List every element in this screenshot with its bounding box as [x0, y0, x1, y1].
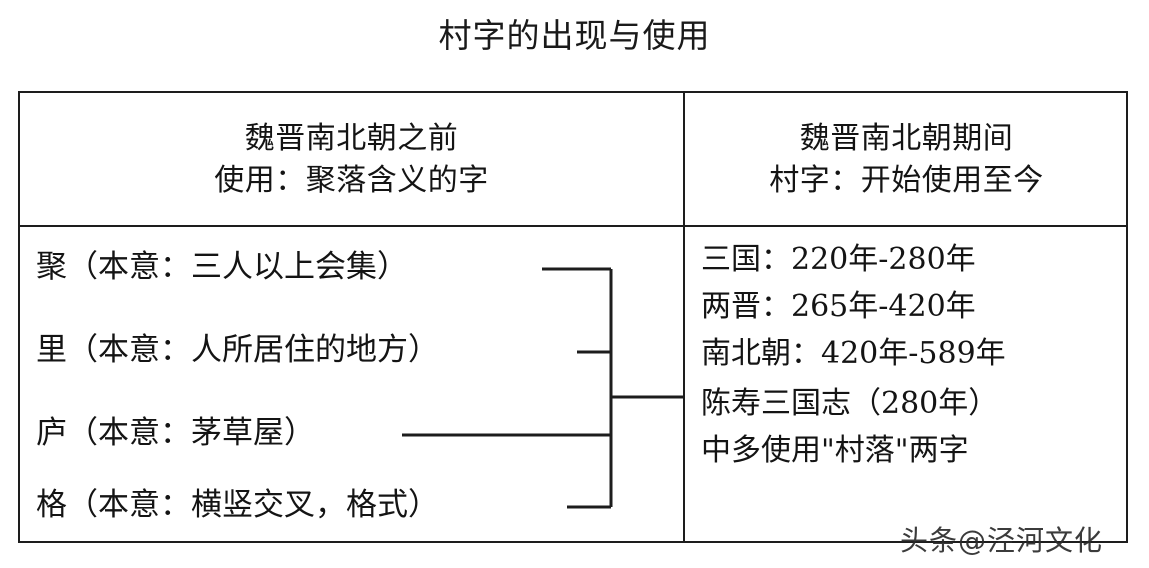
column-header-line: 魏晋南北朝期间 [799, 121, 1014, 156]
list-item: 南北朝：420年-589年 [701, 336, 1006, 371]
list-item: 中多使用"村落"两字 [701, 433, 969, 468]
column-header-line: 魏晋南北朝之前 [244, 121, 459, 156]
list-item: 格（本意：横竖交叉，格式） [36, 487, 439, 523]
list-item: 三国：220年-280年 [701, 242, 976, 277]
column-body-during-wei-jin: 三国：220年-280年 两晋：265年-420年 南北朝：420年-589年 … [685, 227, 1128, 543]
list-item: 陈寿三国志（280年） [701, 386, 999, 421]
comparison-table: 魏晋南北朝之前 使用：聚落含义的字 魏晋南北朝期间 村字：开始使用至今 聚（本意… [18, 91, 1128, 543]
column-divider [683, 91, 685, 543]
column-body-before-wei-jin: 聚（本意：三人以上会集） 里（本意：人所居住的地方） 庐（本意：茅草屋） 格（本… [20, 227, 683, 543]
list-item: 两晋：265年-420年 [701, 289, 976, 324]
column-header-during-wei-jin: 魏晋南北朝期间 村字：开始使用至今 [685, 93, 1128, 227]
list-item: 里（本意：人所居住的地方） [36, 332, 439, 368]
header-divider [18, 225, 1128, 227]
column-header-line: 使用：聚落含义的字 [214, 163, 489, 198]
list-item: 聚（本意：三人以上会集） [36, 249, 408, 285]
column-header-before-wei-jin: 魏晋南北朝之前 使用：聚落含义的字 [20, 93, 683, 227]
list-item: 庐（本意：茅草屋） [36, 415, 315, 451]
column-header-line: 村字：开始使用至今 [769, 163, 1044, 198]
page-title: 村字的出现与使用 [438, 16, 711, 55]
watermark: 头条@泾河文化 [900, 524, 1104, 557]
